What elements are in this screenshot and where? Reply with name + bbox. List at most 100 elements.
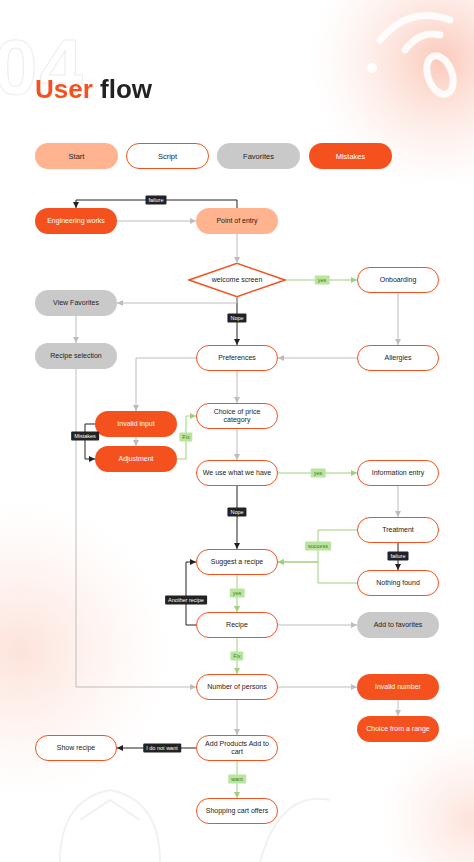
flow-connector [278,562,357,583]
node-text: Invalid number [375,683,421,692]
flow-connector [117,221,196,222]
process-box: Allergies [357,345,439,371]
process-box: Choice of price category [196,403,278,429]
process-box: Treatment [357,517,439,543]
error-box: Engineering works [35,208,117,234]
flow-connector [76,316,77,343]
edge-label: success [305,542,331,551]
flow-connector [237,234,238,263]
node-text: Point of entry [216,217,257,226]
edge-label: failure [388,552,409,561]
node-text: Nothing found [376,579,420,588]
node-text: Engineering works [47,217,105,226]
favorites-box: View Favorites [35,290,117,316]
node-text: Invalid input [117,420,154,429]
node-text: Preferences [218,354,256,363]
flow-connector [237,486,238,549]
glow-blob [380,730,474,862]
process-box: Add Products Add to cart [196,735,278,761]
flow-connector [278,358,357,359]
legend-text: Favorites [243,152,274,161]
node-text: Recipe [226,621,248,630]
legend-text: Script [158,152,177,161]
legend-pill: Script [126,143,209,169]
flow-connector [398,700,399,716]
flow-connector [398,293,399,345]
edge-label: yes [230,589,245,598]
node-text: Show recipe [57,744,96,753]
process-box: We use what we have [196,460,278,486]
process-box: Nothing found [357,570,439,596]
error-box: Invalid number [357,674,439,700]
edge-label: Another recipe [165,596,207,605]
node-text: welcome screen [212,276,263,285]
edge-label: Nope [227,508,246,517]
edge-label: Mistakes [71,432,99,441]
flow-connector [278,530,357,562]
error-box: Invalid input [95,411,177,437]
node-text: We use what we have [203,469,271,478]
process-box: Information entry [357,460,439,486]
node-text: Add to favorites [374,621,423,630]
node-text: Add Products Add to cart [201,740,273,757]
legend-text: Start [69,152,85,161]
flow-connector [237,700,238,735]
node-text: Choice from a range [366,725,429,734]
process-box: Show recipe [35,735,117,761]
node-text: Shopping cart offers [206,807,269,816]
diamond-shape [189,263,285,296]
flow-connector [76,369,196,687]
flow-connector [136,437,137,446]
edge-label: Fix [230,652,243,661]
flow-connector [398,486,399,517]
legend-text: Mistakes [336,152,366,161]
flow-connector [186,562,196,625]
flow-connector [237,371,238,403]
flow-connector [278,687,357,688]
process-box: Shopping cart offers [196,798,278,824]
decision-diamond: welcome screen [188,263,286,297]
process-box: Recipe [196,612,278,638]
error-box: Adjustment [95,446,177,472]
node-text: Onboarding [380,276,417,285]
node-text: Information entry [372,469,425,478]
process-box: Preferences [196,345,278,371]
edge-label: Fix [179,433,192,442]
page-title: User flow [35,74,152,105]
node-text: Number of persons [207,683,267,692]
favorites-box: Recipe selection [35,343,117,369]
edge-label: I do not want [143,744,181,753]
node-text: View Favorites [53,299,99,308]
node-text: Treatment [382,526,414,535]
error-box: Choice from a range [357,716,439,742]
edge-label: want [228,775,246,784]
flow-connector [85,424,95,459]
edge-label: Nope [227,314,246,323]
legend-pill: Favorites [217,143,300,169]
lemon-decor [380,16,458,98]
edge-label: yes [315,276,330,285]
lemon-decor [60,790,330,862]
glow-blob [310,0,474,190]
node-text: Recipe selection [50,352,101,361]
favorites-box: Add to favorites [357,612,439,638]
node-text: Choice of price category [201,408,273,425]
flow-connector [117,297,237,303]
edge-label: yes [311,469,326,478]
flow-connector [237,429,238,460]
decor-dot [367,63,377,73]
flow-connector [278,625,357,626]
flow-connector [136,358,196,411]
edge-label: failure [146,196,167,205]
legend-pill: Start [35,143,118,169]
node-text: Allergies [385,354,412,363]
process-box: Number of persons [196,674,278,700]
legend-pill: Mistakes [309,143,392,169]
process-box: Suggest a recipe [196,549,278,575]
start-box: Point of entry [196,208,278,234]
flow-connector [177,416,196,459]
node-text: Adjustment [118,455,153,464]
process-box: Onboarding [357,267,439,293]
node-text: Suggest a recipe [211,558,264,567]
glow-blob [0,500,170,800]
